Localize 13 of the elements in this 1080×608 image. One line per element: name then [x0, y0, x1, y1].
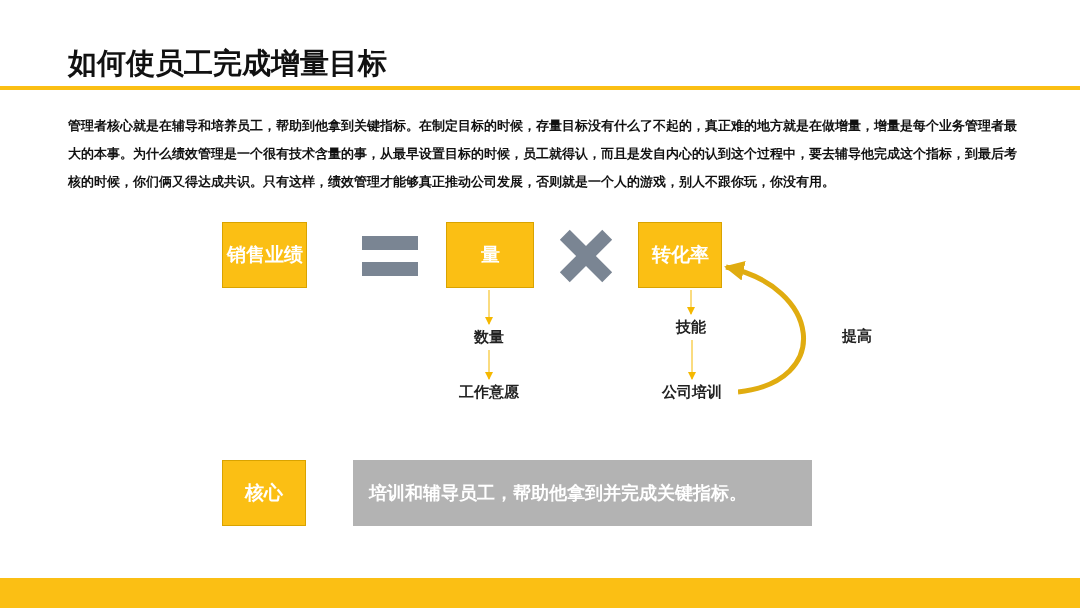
- arrow: [687, 289, 695, 315]
- core-box: 核心: [222, 460, 306, 526]
- body-paragraph: 管理者核心就是在辅导和培养员工，帮助到他拿到关键指标。在制定目标的时候，存量目标没有什么了不起的，真正难的地方就是在做增量，增量是每个业务管理者最大的本事。为什么绩效管理是一个很有技术含量的事，从最早设置目标的时候，员工就得认，而且是发自内心的认到这个过程中，要去辅导他完成这个指标，到最后考核的时候，你们俩又得达成共识。只有这样，绩效管理才能够真正推动公司发展，否则就是一个人的游戏，别人不跟你玩，你没有用。: [68, 117, 1018, 191]
- conversion-box: 转化率: [638, 222, 722, 288]
- slide-title: 如何使员工完成增量目标: [68, 45, 387, 82]
- edge-label: 提高: [842, 326, 872, 346]
- quantity-box: 量: [446, 222, 534, 288]
- arrow: [688, 339, 696, 380]
- sales-box: 销售业绩: [222, 222, 307, 288]
- arrow: [724, 262, 806, 395]
- arrow: [485, 349, 493, 380]
- summary-box: 培训和辅导员工，帮助他拿到并完成关键指标。: [353, 460, 812, 526]
- arrow: [485, 289, 493, 325]
